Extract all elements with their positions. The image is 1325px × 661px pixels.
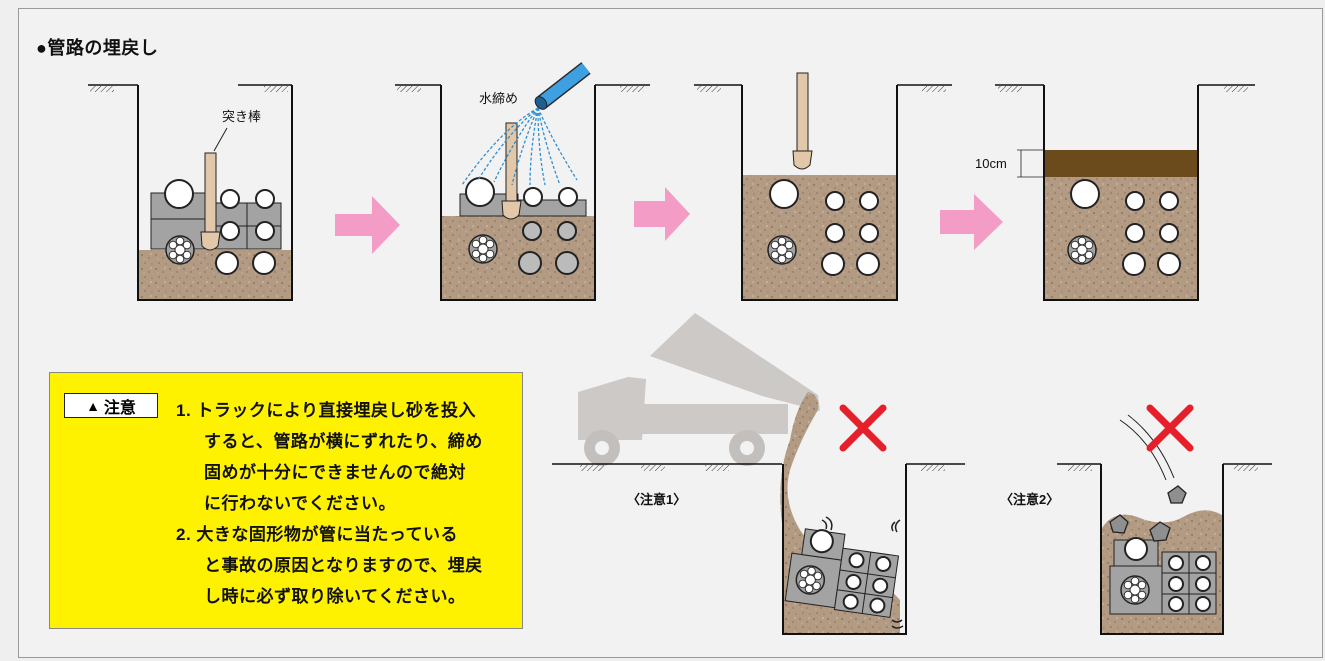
truck-icon bbox=[578, 313, 820, 466]
caution-1-caption: 〈注意1〉 bbox=[627, 492, 687, 507]
caution-1-scene bbox=[552, 313, 965, 635]
step-1-trench bbox=[88, 84, 293, 301]
step-2-trench bbox=[395, 62, 650, 301]
arrow-right-icon bbox=[940, 194, 1003, 250]
caution-line: すると、管路が横にずれたり、締め bbox=[204, 432, 483, 451]
caution-badge: ▲ 注意 bbox=[64, 393, 158, 418]
caution-line: 2. 大きな固形物が管に当たっている bbox=[176, 525, 459, 544]
tamping-rod-label: 突き棒 bbox=[222, 109, 262, 124]
water-compaction-label: 水締め bbox=[479, 91, 519, 106]
caution-line: と事故の原因となりますので、埋戻 bbox=[204, 556, 483, 575]
caution-line: 1. トラックにより直接埋戻し砂を投入 bbox=[176, 401, 477, 420]
caution-line: し時に必ず取り除いてください。 bbox=[204, 587, 466, 606]
caution-line: 固めが十分にできませんので絶対 bbox=[204, 463, 466, 482]
warning-triangle-icon: ▲ bbox=[86, 397, 100, 414]
caution-2-caption: 〈注意2〉 bbox=[1000, 492, 1060, 507]
caution-badge-label: 注意 bbox=[103, 399, 136, 417]
arrow-right-icon bbox=[335, 196, 400, 254]
step-4-trench bbox=[995, 84, 1255, 301]
arrow-right-icon bbox=[634, 187, 690, 241]
depth-label: 10cm bbox=[975, 156, 1007, 171]
caution-2-scene bbox=[1057, 404, 1272, 635]
step-3-trench bbox=[694, 72, 952, 301]
page-title: ●管路の埋戻し bbox=[36, 38, 159, 58]
rock-icon bbox=[1109, 485, 1187, 542]
cross-mark-icon bbox=[839, 404, 887, 452]
cross-mark-icon bbox=[1146, 404, 1194, 452]
caution-line: に行わないでください。 bbox=[204, 494, 396, 513]
